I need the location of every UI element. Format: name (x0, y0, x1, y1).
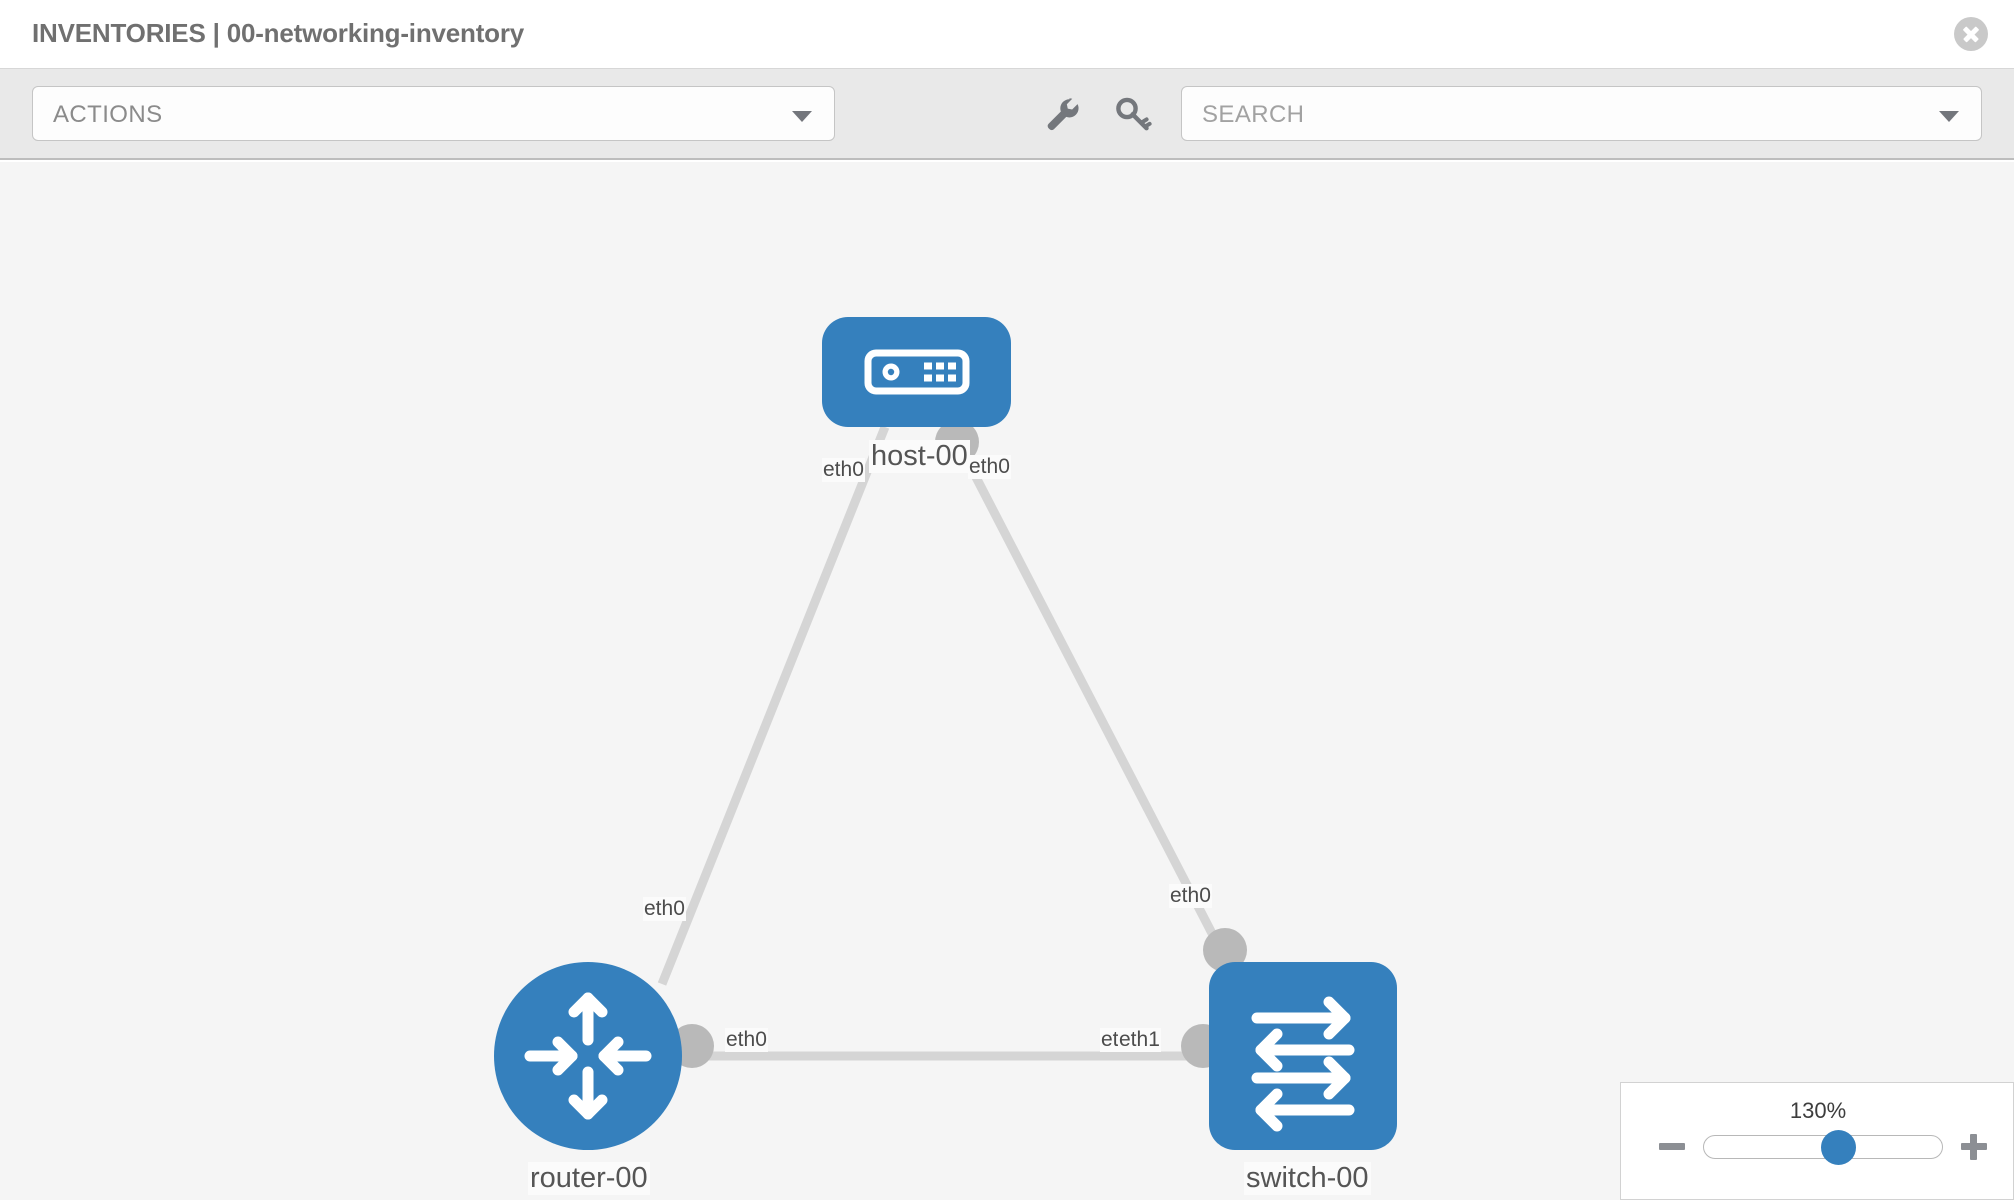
close-icon[interactable] (1954, 17, 1988, 51)
link-host-switch[interactable] (946, 424, 1236, 975)
wrench-icon[interactable] (1035, 86, 1091, 141)
chevron-down-icon[interactable] (1939, 111, 1959, 122)
link-router-host[interactable] (657, 425, 890, 986)
page-header: INVENTORIES | 00-networking-inventory (0, 0, 2014, 69)
topology-canvas[interactable]: host-00 eth0 eth0 router-00 eth0 eth0 (0, 162, 2014, 1200)
actions-dropdown[interactable]: ACTIONS (32, 86, 835, 141)
zoom-level-value: 130% (1789, 1098, 1847, 1123)
zoom-slider[interactable] (1703, 1130, 1943, 1165)
topology-node-router-00[interactable] (494, 962, 682, 1150)
actions-dropdown-label: ACTIONS (53, 101, 163, 128)
node-label-router-00: router-00 (528, 1162, 650, 1195)
node-label-host-00: host-00 (869, 440, 970, 473)
topology-links (657, 424, 1236, 1061)
edge-label-switch-left-b: eth1 (1118, 1028, 1161, 1052)
plus-icon[interactable] (1957, 1130, 1991, 1164)
search-input[interactable]: SEARCH (1181, 86, 1982, 141)
key-icon[interactable] (1105, 86, 1161, 141)
edge-label-host-left: eth0 (822, 458, 865, 482)
zoom-slider-thumb[interactable] (1821, 1130, 1856, 1165)
node-label-switch-00: switch-00 (1244, 1162, 1371, 1195)
search-placeholder: SEARCH (1202, 101, 1305, 128)
toolbar: ACTIONS SEARCH (0, 69, 2014, 160)
edge-label-router-right: eth0 (725, 1028, 768, 1052)
topology-node-host-00[interactable] (822, 317, 1011, 427)
zoom-control-panel: 130% (1620, 1082, 2014, 1200)
edge-label-host-right: eth0 (968, 455, 1011, 479)
edge-label-switch-up: eth0 (1169, 884, 1212, 908)
edge-label-router-up: eth0 (643, 897, 686, 921)
chevron-down-icon (792, 111, 812, 122)
topology-node-switch-00[interactable] (1209, 962, 1397, 1150)
page-title: INVENTORIES | 00-networking-inventory (32, 18, 525, 48)
minus-icon[interactable] (1655, 1130, 1689, 1164)
